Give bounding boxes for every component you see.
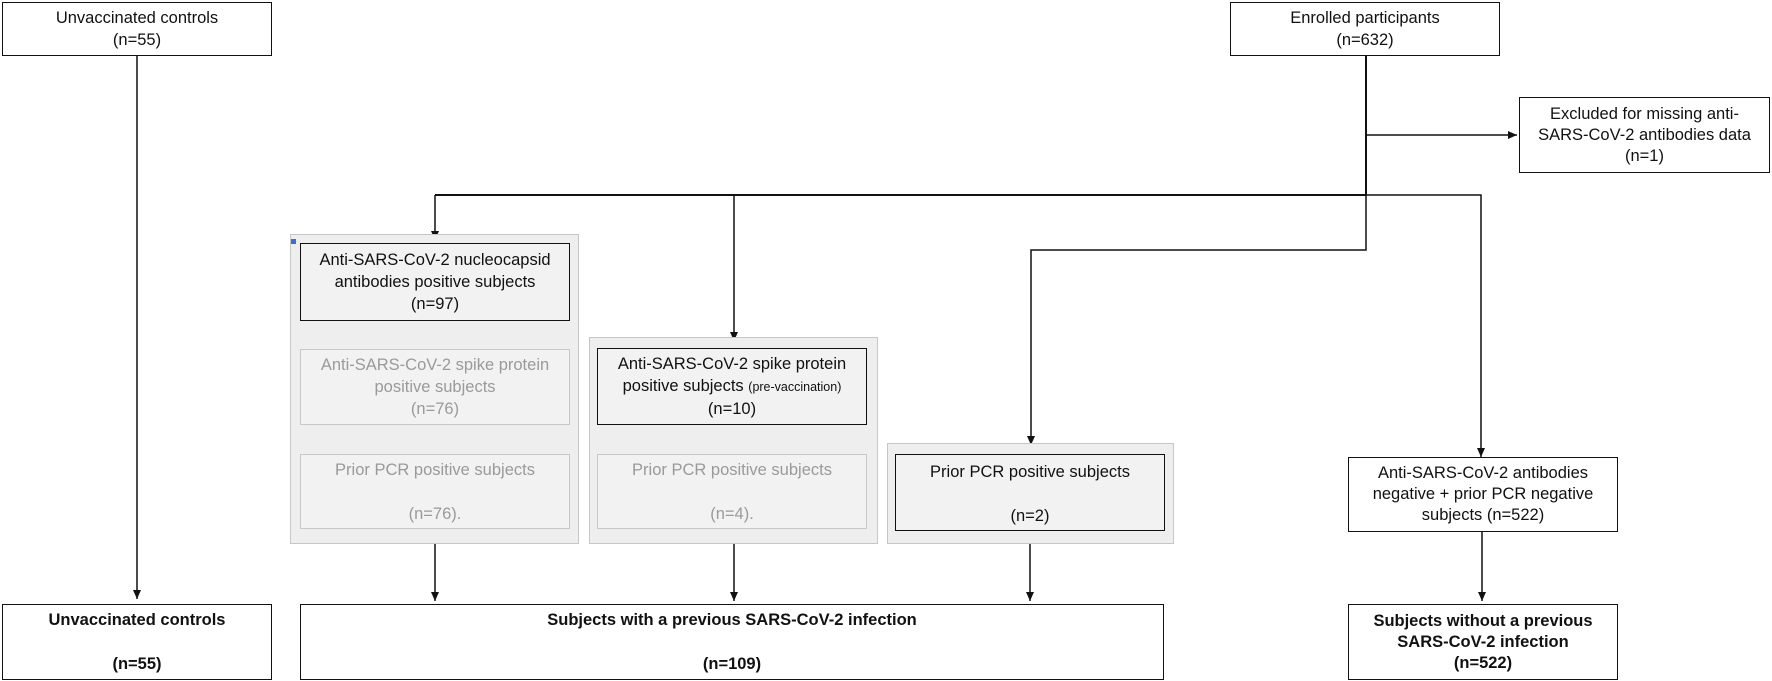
edge-to-pcr: [1027, 195, 1367, 445]
pcr-positive-faded-box-2: Prior PCR positive subjects (n=4).: [597, 454, 867, 529]
excluded-line-2: SARS-CoV-2 antibodies data: [1538, 125, 1751, 144]
pcr-faded-1-count: (n=76).: [408, 505, 462, 523]
previous-infection-box: Subjects with a previous SARS-CoV-2 infe…: [300, 604, 1164, 680]
nucleocapsid-positive-box: Anti-SARS-CoV-2 nucleocapsid antibodies …: [300, 243, 570, 321]
selection-marker: [291, 239, 296, 244]
enrolled-participants-box: Enrolled participants (n=632): [1230, 2, 1500, 56]
unvaccinated-controls-count: (n=55): [112, 31, 162, 49]
nucleocapsid-line-1: Anti-SARS-CoV-2 nucleocapsid: [319, 251, 551, 269]
unvaccinated-controls-outcome-box: Unvaccinated controls (n=55): [2, 604, 272, 680]
nucleocapsid-count: (n=97): [410, 295, 460, 313]
no-previous-line-2: SARS-CoV-2 infection: [1397, 632, 1569, 651]
no-previous-count: (n=522): [1453, 653, 1513, 672]
spike-prevacc-line-2-note: (pre-vaccination): [748, 380, 842, 394]
nucleocapsid-line-2: antibodies positive subjects: [334, 273, 536, 291]
spike-prevacc-count: (n=10): [707, 400, 757, 418]
negative-subjects-box: Anti-SARS-CoV-2 antibodies negative + pr…: [1348, 457, 1618, 532]
spike-positive-faded-box: Anti-SARS-CoV-2 spike protein positive s…: [300, 349, 570, 425]
excluded-count: (n=1): [1625, 146, 1664, 165]
pcr-faded-2-label: Prior PCR positive subjects: [632, 461, 832, 479]
spike-prevacc-line-2-main: positive subjects: [622, 377, 749, 395]
spike-prevacc-line-1: Anti-SARS-CoV-2 spike protein: [617, 355, 847, 373]
spike-positive-prevaccination-box: Anti-SARS-CoV-2 spike protein positive s…: [597, 348, 867, 425]
unvaccinated-controls-label: Unvaccinated controls: [55, 9, 219, 27]
enrolled-participants-label: Enrolled participants: [1290, 9, 1440, 27]
negative-line-1: Anti-SARS-CoV-2 antibodies: [1377, 464, 1589, 482]
pcr-positive-box: Prior PCR positive subjects (n=2): [895, 454, 1165, 531]
pcr-positive-faded-box-1: Prior PCR positive subjects (n=76).: [300, 454, 570, 529]
spike-faded-line-2: positive subjects: [374, 378, 496, 396]
previous-infection-count: (n=109): [702, 655, 762, 673]
excluded-box: Excluded for missing anti- SARS-CoV-2 an…: [1519, 97, 1770, 173]
pcr-positive-label: Prior PCR positive subjects: [930, 463, 1130, 481]
no-previous-line-1: Subjects without a previous: [1373, 611, 1593, 630]
spike-faded-line-1: Anti-SARS-CoV-2 spike protein: [320, 356, 550, 374]
negative-line-2: negative + prior PCR negative: [1372, 485, 1594, 503]
edge-to-negative: [1366, 194, 1485, 457]
spike-faded-count: (n=76): [410, 400, 460, 418]
unvaccinated-controls-box: Unvaccinated controls (n=55): [2, 2, 272, 56]
pcr-faded-2-count: (n=4).: [710, 505, 754, 523]
unvaccinated-outcome-count: (n=55): [112, 655, 162, 673]
pcr-faded-1-label: Prior PCR positive subjects: [335, 461, 535, 479]
unvaccinated-outcome-label: Unvaccinated controls: [48, 611, 226, 629]
spike-prevacc-line-2: positive subjects (pre-vaccination): [623, 375, 842, 398]
previous-infection-label: Subjects with a previous SARS-CoV-2 infe…: [547, 611, 917, 629]
no-previous-infection-box: Subjects without a previous SARS-CoV-2 i…: [1348, 604, 1618, 680]
negative-line-3: subjects (n=522): [1421, 506, 1545, 524]
pcr-positive-count: (n=2): [1010, 507, 1050, 525]
excluded-line-1: Excluded for missing anti-: [1550, 104, 1739, 123]
enrolled-participants-count: (n=632): [1336, 31, 1394, 49]
